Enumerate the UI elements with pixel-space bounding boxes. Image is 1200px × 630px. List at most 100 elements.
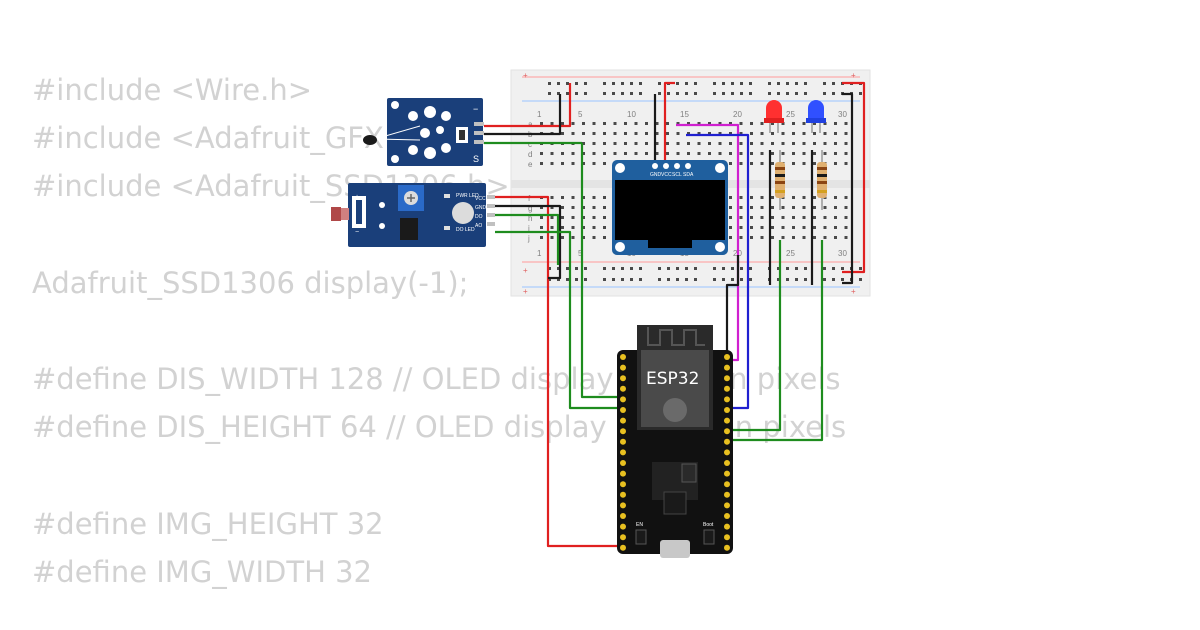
row-letter: f <box>528 194 531 203</box>
header-pin <box>724 544 730 551</box>
header-pin <box>724 385 730 392</box>
rail-plus-label: + <box>851 71 856 80</box>
header-pin <box>620 396 626 403</box>
oled-display[interactable]: GND VCC SCL SDA <box>612 160 728 255</box>
header-pin <box>724 502 730 509</box>
code-line: #define IMG_HEIGHT 32 <box>32 506 384 541</box>
header-pin <box>620 385 626 392</box>
led-red[interactable] <box>764 100 784 133</box>
header-pin <box>620 544 626 551</box>
column-number: 1 <box>537 110 542 119</box>
boot-button[interactable] <box>703 529 715 545</box>
rail-plus-label: + <box>523 71 528 80</box>
resistor-1[interactable] <box>775 150 785 210</box>
wire-blue <box>686 133 750 410</box>
resistor-2[interactable] <box>817 150 827 210</box>
rail-plus-label: + <box>523 287 528 296</box>
wire-red <box>484 83 572 128</box>
pin-label: DO <box>475 214 483 220</box>
header-pin <box>620 449 626 456</box>
header-pin <box>724 491 730 498</box>
rail-plus-label: + <box>523 266 528 275</box>
sensor-dome <box>452 202 474 224</box>
comparator-chip <box>400 218 418 240</box>
header-pin <box>724 396 730 403</box>
wire-red <box>495 195 622 548</box>
wire-green <box>495 213 560 265</box>
led-label: DO LED <box>456 227 475 233</box>
button-label: Boot <box>703 522 714 528</box>
header-pin <box>724 481 730 488</box>
row-letter: i <box>528 224 530 233</box>
wire-green <box>580 170 622 399</box>
header-pin <box>724 523 730 530</box>
oled-pin-label: SDA <box>683 172 694 178</box>
header-pin <box>620 491 626 498</box>
row-letter: j <box>527 234 530 243</box>
header-pin <box>620 534 626 541</box>
wire-green <box>495 230 622 410</box>
header-pin <box>620 407 626 413</box>
column-number: 1 <box>537 249 542 258</box>
header-pin <box>724 364 730 371</box>
header-pin <box>620 364 626 371</box>
wire-black <box>484 94 562 136</box>
pin-label: VCC <box>475 196 486 202</box>
oled-pin-label: GND <box>650 172 662 178</box>
header-pin <box>620 470 626 477</box>
row-letter: c <box>528 140 532 149</box>
header-pin <box>724 417 730 424</box>
header-pin <box>724 449 730 456</box>
row-letter: a <box>528 120 533 129</box>
usb-port <box>660 540 690 558</box>
header-pin <box>724 375 730 382</box>
thermistor-icon <box>363 135 377 145</box>
ldr-sensor-module[interactable]: + − PWR LED DO LED VCC GND DO AO <box>331 183 495 247</box>
header-pin <box>724 428 730 435</box>
wires <box>484 81 866 548</box>
rail-plus-label: + <box>851 287 856 296</box>
header-pin <box>620 513 626 519</box>
oled-pin-label: VCC <box>661 172 672 178</box>
espressif-logo-icon <box>663 398 687 422</box>
led-blue[interactable] <box>806 100 826 133</box>
header-pin <box>724 354 730 360</box>
code-line: #include <Wire.h> <box>32 73 313 107</box>
pin-label: AO <box>475 223 482 229</box>
esp32-pins <box>620 354 730 551</box>
row-letter: d <box>528 150 532 159</box>
wire-magenta <box>676 123 740 362</box>
wire-black <box>725 255 740 352</box>
column-number: 10 <box>627 110 636 119</box>
button-label: EN <box>636 522 643 528</box>
column-number: 5 <box>578 249 583 258</box>
column-number: 20 <box>733 110 742 119</box>
header-pin <box>620 460 626 466</box>
header-pin <box>724 534 730 541</box>
column-number: 15 <box>680 110 689 119</box>
esp32-label: ESP32 <box>646 369 699 389</box>
header-pin <box>724 407 730 413</box>
pin-label: GND <box>475 205 487 211</box>
module-pin-s: S <box>473 154 479 164</box>
header-pin <box>620 375 626 382</box>
pin-minus-label: − <box>355 229 359 236</box>
module-pin-minus: − <box>473 104 478 114</box>
wire-red <box>663 81 675 165</box>
en-button[interactable] <box>635 529 647 545</box>
header-pin <box>620 523 626 530</box>
code-line: #define IMG_WIDTH 32 <box>32 554 372 589</box>
column-number: 30 <box>838 110 847 119</box>
column-number: 30 <box>838 249 847 258</box>
header-pin <box>620 428 626 435</box>
row-letter: g <box>528 204 532 213</box>
header-pin <box>724 470 730 477</box>
wire-green <box>732 240 782 432</box>
wire-black <box>495 204 562 280</box>
header-pin <box>620 502 626 509</box>
led-label: PWR LED <box>456 193 479 199</box>
temperature-sensor-module[interactable]: − S <box>363 98 484 166</box>
esp32-board[interactable]: ESP32 EN Boot <box>617 325 733 558</box>
header-pin <box>620 438 626 445</box>
